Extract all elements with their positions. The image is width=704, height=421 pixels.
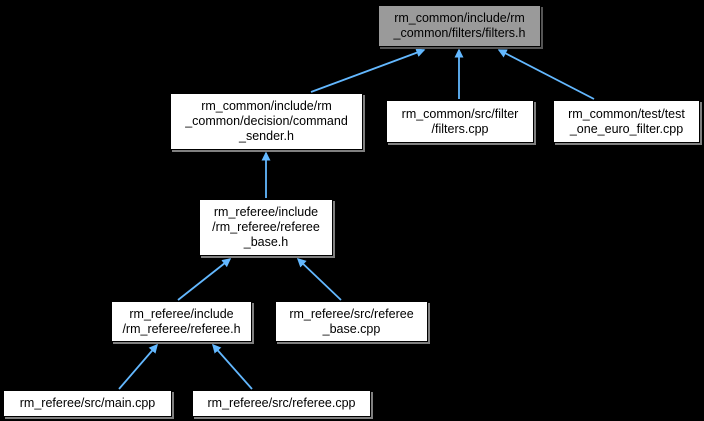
graph-node-label: rm_common/include/rm _common/filters/fil… — [393, 11, 526, 40]
graph-node-label: rm_referee/src/referee.cpp — [207, 396, 356, 410]
graph-edge-command_sender_h-to-filters_h — [310, 48, 426, 93]
graph-node-referee_h[interactable]: rm_referee/include /rm_referee/referee.h — [111, 301, 252, 342]
graph-node-referee_base_cpp[interactable]: rm_referee/src/referee _base.cpp — [275, 301, 428, 342]
graph-node-test_one_euro_filter_cpp[interactable]: rm_common/test/test _one_euro_filter.cpp — [553, 100, 700, 143]
graph-node-label: rm_common/test/test _one_euro_filter.cpp — [568, 106, 685, 136]
graph-node-label: rm_referee/include /rm_referee/referee _… — [212, 205, 320, 249]
graph-node-filters_cpp[interactable]: rm_common/src/filter /filters.cpp — [386, 100, 534, 143]
graph-node-label: rm_referee/src/main.cpp — [19, 396, 156, 410]
graph-node-referee_cpp[interactable]: rm_referee/src/referee.cpp — [192, 390, 371, 417]
graph-node-label: rm_common/src/filter /filters.cpp — [401, 106, 519, 136]
graph-node-label: rm_referee/src/referee _base.cpp — [289, 306, 414, 336]
graph-node-main_cpp[interactable]: rm_referee/src/main.cpp — [3, 390, 172, 417]
graph-node-filters_h[interactable]: rm_common/include/rm _common/filters/fil… — [378, 5, 541, 47]
graph-node-referee_base_h[interactable]: rm_referee/include /rm_referee/referee _… — [199, 199, 333, 256]
graph-edge-main_cpp-to-referee_h — [118, 343, 158, 390]
graph-edge-referee_h-to-referee_base_h — [177, 258, 232, 301]
graph-edge-referee_base_cpp-to-referee_base_h — [296, 258, 342, 301]
graph-node-command_sender_h[interactable]: rm_common/include/rm _common/decision/co… — [170, 93, 363, 150]
graph-node-label: rm_referee/include /rm_referee/referee.h — [122, 306, 241, 336]
graph-node-label: rm_common/include/rm _common/decision/co… — [185, 99, 348, 143]
graph-edge-referee_cpp-to-referee_h — [212, 343, 253, 390]
graph-edge-test_one_euro_filter_cpp-to-filters_h — [497, 49, 595, 100]
